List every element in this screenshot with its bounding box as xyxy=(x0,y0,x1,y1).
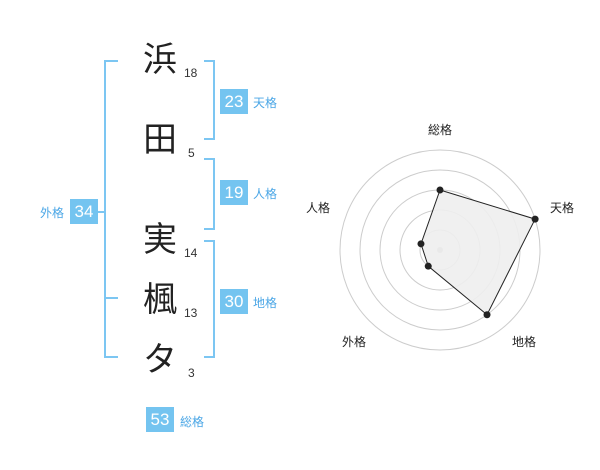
radar-label-jinkaku: 人格 xyxy=(306,200,330,215)
gaikaku-bracket-divider xyxy=(104,297,118,299)
name-char-3: 実 xyxy=(143,220,177,260)
stroke-count-4: 13 xyxy=(184,306,198,320)
chikaku-bracket xyxy=(204,240,215,358)
chikaku-label: 地格 xyxy=(253,296,278,310)
radar-label-gaikaku: 外格 xyxy=(342,334,366,349)
radar-label-tenkaku: 天格 xyxy=(550,200,574,215)
radar-label-chikaku: 地格 xyxy=(512,334,536,349)
radar-point-3 xyxy=(483,311,491,319)
name-char-2: 田 xyxy=(143,120,177,160)
radar-ring xyxy=(339,149,541,351)
gaikaku-bracket-connector xyxy=(98,211,106,213)
gaikaku-bracket xyxy=(104,60,118,358)
radar-point-1 xyxy=(436,186,444,194)
jinkaku-value: 19 xyxy=(220,180,248,205)
radar-point-5 xyxy=(417,240,425,248)
radar-label-soukaku: 総格 xyxy=(428,122,452,137)
radar-polygon xyxy=(420,189,536,316)
radar-point-4 xyxy=(424,262,432,270)
stroke-count-2: 5 xyxy=(188,146,195,160)
jinkaku-label: 人格 xyxy=(253,187,278,201)
gaikaku-label: 外格 xyxy=(40,206,65,220)
soukaku-label: 総格 xyxy=(180,415,205,429)
name-char-1: 浜 xyxy=(143,40,177,80)
gaikaku-value: 34 xyxy=(70,199,98,224)
soukaku-value: 53 xyxy=(146,407,174,432)
radar-point-2 xyxy=(531,215,539,223)
stroke-count-3: 14 xyxy=(184,246,198,260)
stroke-count-5: 3 xyxy=(188,366,195,380)
chikaku-value: 30 xyxy=(220,289,248,314)
name-char-5: タ xyxy=(143,340,177,380)
jinkaku-bracket xyxy=(204,158,215,230)
name-char-4: 楓 xyxy=(143,280,177,320)
tenkaku-value: 23 xyxy=(220,89,248,114)
radar-shape xyxy=(417,186,539,319)
tenkaku-label: 天格 xyxy=(253,96,278,110)
tenkaku-bracket xyxy=(204,60,215,140)
stroke-count-1: 18 xyxy=(184,66,198,80)
